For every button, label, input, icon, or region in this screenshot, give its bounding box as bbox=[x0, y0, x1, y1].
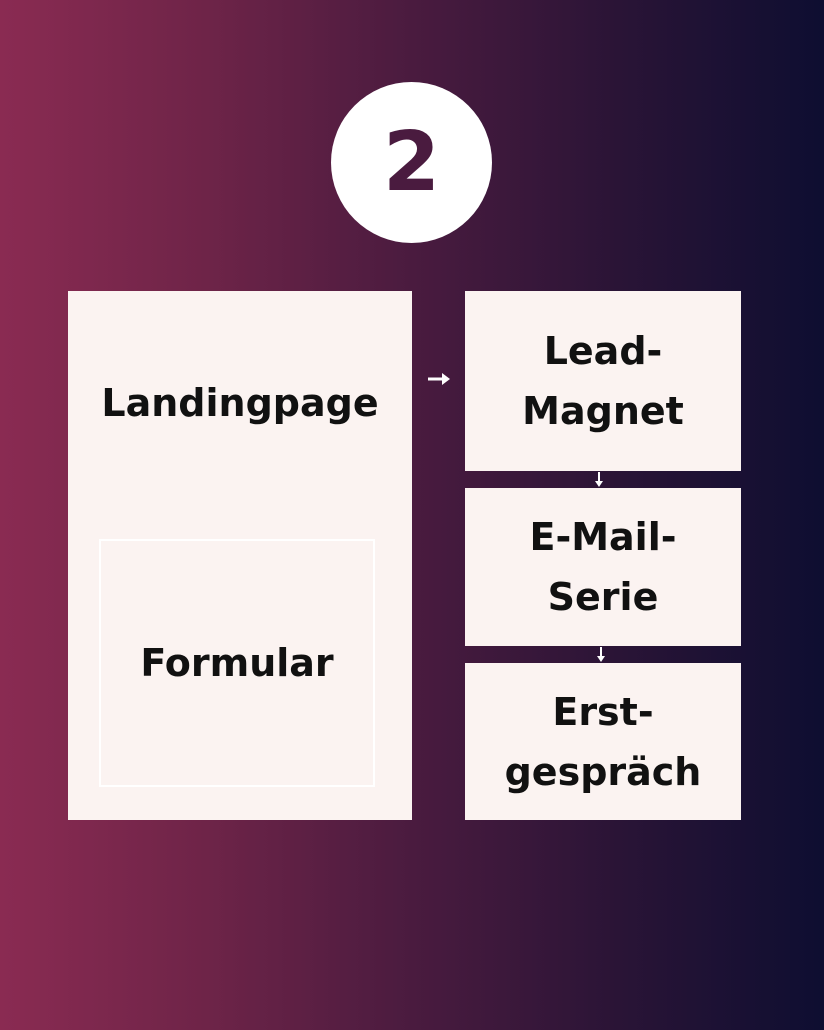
email-serie-label: E-Mail- Serie bbox=[529, 515, 677, 619]
arrow-down-icon bbox=[595, 472, 603, 487]
step-number: 2 bbox=[382, 114, 441, 210]
landingpage-box: Landingpage Formular bbox=[68, 291, 412, 820]
formular-box: Formular bbox=[99, 539, 375, 787]
lead-magnet-box: Lead- Magnet bbox=[465, 291, 741, 471]
erstgespraech-box: Erst- gespräch bbox=[465, 663, 741, 820]
erstgespraech-label: Erst- gespräch bbox=[504, 689, 702, 794]
arrow-down-icon bbox=[597, 647, 605, 662]
arrow-right-icon bbox=[428, 373, 450, 385]
step-number-badge: 2 bbox=[331, 82, 492, 243]
landingpage-label: Landingpage bbox=[101, 381, 379, 425]
email-serie-box: E-Mail- Serie bbox=[465, 488, 741, 646]
formular-label: Formular bbox=[140, 641, 334, 685]
lead-magnet-label: Lead- Magnet bbox=[522, 329, 684, 433]
